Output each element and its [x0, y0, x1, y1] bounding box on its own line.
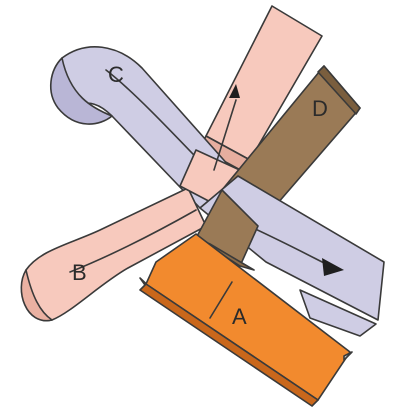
label-c: C	[108, 62, 124, 87]
label-b: B	[72, 260, 87, 285]
label-d: D	[312, 96, 328, 121]
label-a: A	[232, 304, 247, 329]
